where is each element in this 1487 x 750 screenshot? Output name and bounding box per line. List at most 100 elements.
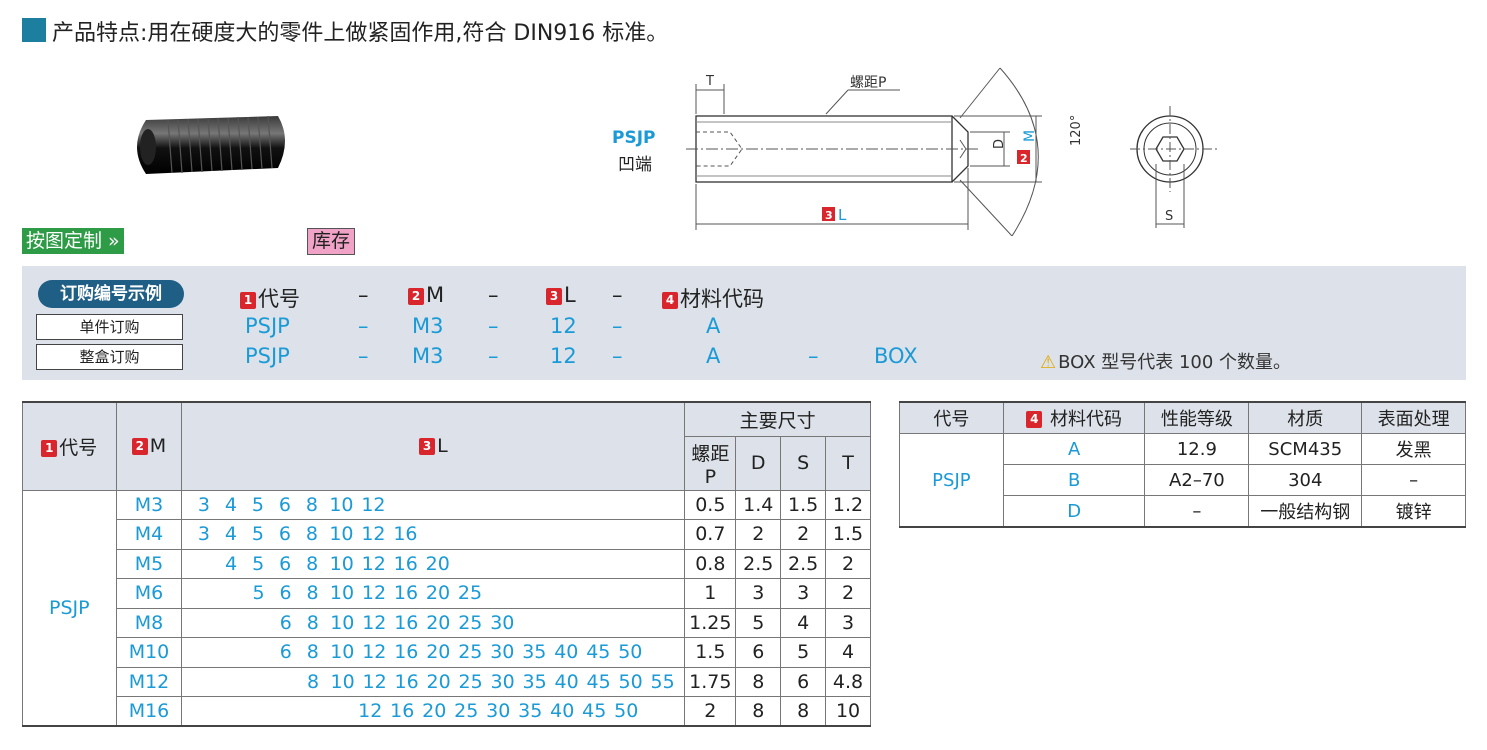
badge-3-icon: 3 xyxy=(546,288,562,305)
mat-cell-grade: – xyxy=(1144,495,1250,528)
mat-cell-finish: 发黑 xyxy=(1361,433,1466,465)
length-value: 10 xyxy=(329,552,354,575)
length-value: 16 xyxy=(393,582,419,605)
mat-cell-code: B xyxy=(1002,464,1146,496)
length-value: 8 xyxy=(306,611,319,634)
code-cell: PSJP xyxy=(22,489,117,727)
length-value: 8 xyxy=(307,670,320,693)
s-cell: 6 xyxy=(780,666,827,697)
s-cell: 4 xyxy=(780,607,827,638)
length-value: 25 xyxy=(458,641,483,664)
mat-cell-material: SCM435 xyxy=(1248,433,1363,465)
mat-head-grade: 性能等级 xyxy=(1144,401,1250,434)
page-title: 产品特点:用在硬度大的零件上做紧固作用,符合 DIN916 标准。 xyxy=(52,21,669,46)
order-example-panel xyxy=(22,266,1466,380)
t-cell: 2 xyxy=(825,578,871,609)
length-value: 20 xyxy=(426,670,451,693)
order-example-pill: 订购编号示例 xyxy=(38,280,184,308)
pitch-label: 螺距P xyxy=(850,75,886,91)
length-value: 50 xyxy=(618,641,643,664)
single-code: PSJP xyxy=(245,314,290,338)
p-cell: 2 xyxy=(684,696,737,727)
m-cell: M6 xyxy=(115,578,183,609)
length-value: 6 xyxy=(279,552,292,575)
cup-point-line-lower xyxy=(959,148,967,159)
length-value: 20 xyxy=(422,700,447,722)
length-value: 30 xyxy=(486,700,511,722)
m-cell: M16 xyxy=(115,696,183,727)
p-cell: 1 xyxy=(684,578,737,609)
s-cell: 2.5 xyxy=(780,548,827,579)
m-cell: M10 xyxy=(115,637,183,668)
box-dash-4: – xyxy=(808,344,819,368)
box-material: A xyxy=(706,344,721,368)
single-material: A xyxy=(706,314,721,338)
length-value: 6 xyxy=(279,582,292,605)
length-value: 8 xyxy=(306,552,319,575)
mat-cell-material: 304 xyxy=(1248,464,1363,496)
badge-4-icon: 4 xyxy=(662,292,678,309)
d-cell: 3 xyxy=(735,578,782,609)
single-order-label: 单件订购 xyxy=(36,314,183,340)
badge-1-icon: 1 xyxy=(240,292,256,309)
length-value: 16 xyxy=(394,611,419,634)
m-label: M xyxy=(1022,130,1038,142)
l-badge xyxy=(822,207,835,221)
mat-cell-material: 一般结构钢 xyxy=(1248,495,1363,528)
p-cell: 1.5 xyxy=(684,637,737,668)
mat-cell-grade: 12.9 xyxy=(1144,433,1250,465)
length-value: 12 xyxy=(361,582,387,605)
single-dash-3: – xyxy=(612,314,623,338)
length-value: 8 xyxy=(305,493,318,516)
p-cell: 1.75 xyxy=(684,666,737,697)
length-value: 25 xyxy=(458,611,483,634)
cup-point-line-upper xyxy=(959,139,967,150)
length-value: 10 xyxy=(329,523,354,546)
length-value: 12 xyxy=(362,641,387,664)
technical-drawing: T 螺距P 3 L D 2 M 120° xyxy=(600,66,1240,237)
length-value: 10 xyxy=(330,670,355,693)
mat-head-material-code: 4 材料代码 xyxy=(1002,401,1146,434)
single-m: M3 xyxy=(412,314,444,338)
end-type-name: 凹端 xyxy=(618,155,652,175)
length-value: 6 xyxy=(279,641,292,664)
length-value: 45 xyxy=(586,641,611,664)
length-value: 55 xyxy=(650,670,675,693)
order-dash-3: – xyxy=(612,283,623,307)
mat-code-cell: PSJP xyxy=(899,433,1004,528)
end-type-code: PSJP xyxy=(612,128,656,148)
length-value: 10 xyxy=(329,493,354,516)
d-cell: 2.5 xyxy=(735,548,782,579)
s-cell: 5 xyxy=(780,637,827,668)
col-head-t: T xyxy=(825,435,871,491)
mat-cell-code: D xyxy=(1002,495,1146,528)
length-value: 12 xyxy=(361,493,386,516)
length-value: 12 xyxy=(358,700,383,722)
svg-text:2: 2 xyxy=(1020,152,1028,165)
length-value: 16 xyxy=(393,523,418,546)
length-value: 40 xyxy=(554,641,579,664)
t-cell: 4 xyxy=(825,637,871,668)
box-m: M3 xyxy=(412,344,444,368)
length-value: 50 xyxy=(618,670,643,693)
stock-tag[interactable]: 库存 xyxy=(307,228,356,255)
angle-arc xyxy=(999,67,1039,237)
custom-tag[interactable]: 按图定制 » xyxy=(22,228,124,254)
box-suffix: BOX xyxy=(874,344,918,368)
angle-label: 120° xyxy=(1069,115,1084,146)
length-value: 6 xyxy=(278,523,291,546)
p-cell: 0.7 xyxy=(684,519,737,550)
single-l: 12 xyxy=(550,314,577,338)
s-cell: 2 xyxy=(780,519,827,550)
svg-text:3: 3 xyxy=(825,209,833,222)
